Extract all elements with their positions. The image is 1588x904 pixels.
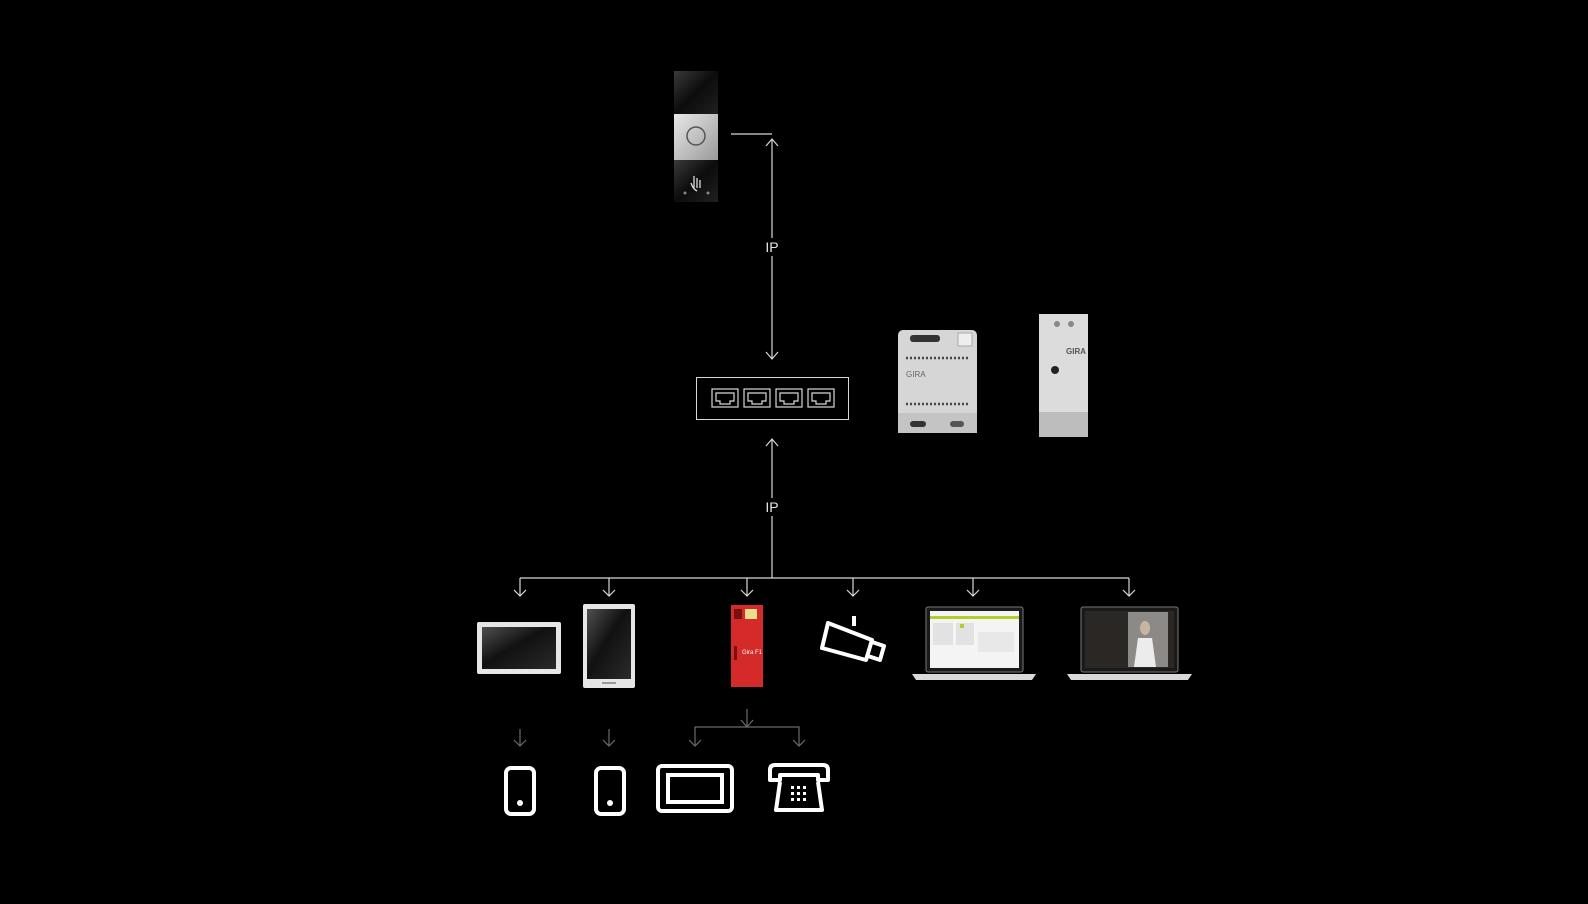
touch-hand-icon xyxy=(690,176,701,192)
arrowhead-down-icon xyxy=(765,351,779,360)
indoor-station-portrait xyxy=(583,604,635,688)
secondary-arrows xyxy=(513,709,806,747)
ip-label-bottom: IP xyxy=(765,499,778,515)
ip-gateway-unit: GIRA xyxy=(1039,314,1088,437)
ethernet-port-icon xyxy=(711,388,739,408)
ip-link-top: IP xyxy=(731,133,779,360)
door-station xyxy=(674,71,718,202)
laptop-configuration-app xyxy=(912,606,1036,680)
arrowhead-up-icon xyxy=(765,138,779,147)
gira-f1-logo: Gira F1 xyxy=(742,650,763,656)
telephone-icon xyxy=(768,763,830,812)
gira-logo: GIRA xyxy=(1066,347,1086,356)
gira-logo: GIRA xyxy=(906,370,926,379)
branch-arrows xyxy=(513,578,1136,597)
camera-icon xyxy=(820,616,886,662)
ethernet-port-icon xyxy=(775,388,803,408)
smartphone-icon xyxy=(504,766,536,816)
arrowhead-up-icon xyxy=(765,438,779,447)
ip-link-bottom: IP xyxy=(513,438,1136,597)
indoor-station-landscape xyxy=(477,622,561,674)
gira-f1-server: Gira F1 xyxy=(731,605,763,687)
indoor-display-icon xyxy=(656,764,734,813)
smartphone-icon xyxy=(594,766,626,816)
ethernet-port-icon xyxy=(807,388,835,408)
laptop-video-app xyxy=(1067,606,1192,680)
power-supply-unit: GIRA xyxy=(898,330,977,433)
ip-label-top: IP xyxy=(765,239,778,255)
ethernet-port-icon xyxy=(743,388,771,408)
network-switch xyxy=(696,377,849,420)
